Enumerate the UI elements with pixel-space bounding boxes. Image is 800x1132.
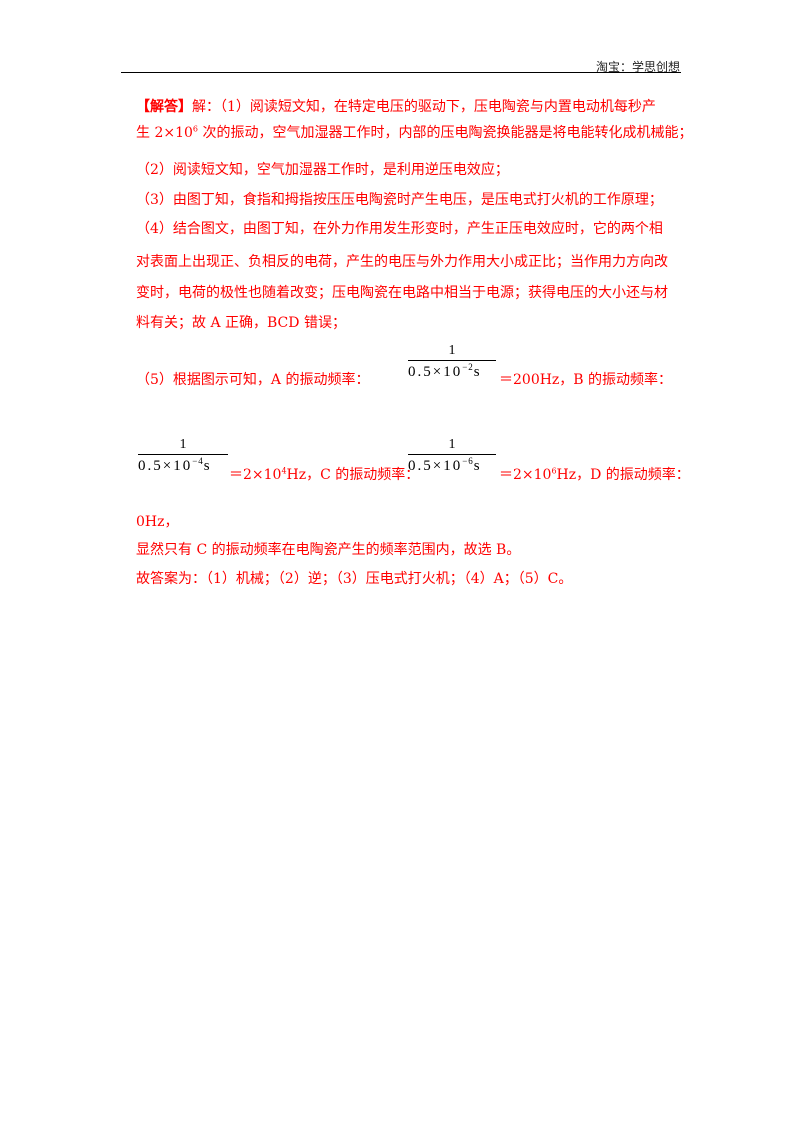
answer-line-4: （3）由图丁知，食指和拇指按压压电陶瓷时产生电压，是压电式打火机的工作原理； — [136, 192, 663, 208]
fraction-a-numerator: 1 — [448, 343, 456, 358]
answer-line-6: 对表面上出现正、负相反的电荷，产生的电压与外力作用大小成正比；当作用力方向改 — [136, 254, 668, 270]
header-rule — [121, 72, 681, 73]
fraction-b-denominator: 0.5×10−4s — [138, 456, 212, 475]
answer-line-2: 生 2×106 次的振动，空气加湿器工作时，内部的压电陶瓷换能器是将电能转化成机… — [136, 123, 692, 143]
fraction-b-bar — [138, 454, 228, 455]
answer-line-11: 0Hz， — [136, 514, 179, 530]
fraction-b-numerator: 1 — [179, 437, 187, 452]
answer-line-7: 变时，电荷的极性也随着改变；压电陶瓷在电路中相当于电源；获得电压的大小还与材 — [136, 285, 668, 301]
answer-line-1-text: 解：（1）阅读短文知，在特定电压的驱动下，压电陶瓷与内置电动机每秒产 — [192, 99, 656, 115]
answer-line-5: （4）结合图文，由图丁知，在外力作用发生形变时，产生正压电效应时，它的两个相 — [136, 221, 663, 237]
answer-line-12: 显然只有 C 的振动频率在电陶瓷产生的频率范围内，故选 B。 — [136, 542, 521, 558]
answer-line-2-exp: 6 — [192, 124, 198, 134]
answer-line-10-a: ＝2×104Hz，C 的振动频率： — [229, 466, 420, 483]
answer-line-2-b: 次的振动，空气加湿器工作时，内部的压电陶瓷换能器是将电能转化成机械能； — [198, 125, 693, 141]
answer-label: 【解答】 — [136, 99, 192, 115]
fraction-c-numerator: 1 — [448, 437, 456, 452]
answer-line-13: 故答案为：（1）机械；（2）逆；（3）压电式打火机；（4）A；（5）C。 — [136, 571, 573, 587]
answer-line-8: 料有关；故 A 正确，BCD 错误； — [136, 315, 346, 331]
fraction-a-denominator: 0.5×10−2s — [408, 362, 482, 381]
fraction-c-denominator: 0.5×10−6s — [408, 456, 482, 475]
answer-line-10-b: ＝2×106Hz，D 的振动频率： — [499, 466, 690, 483]
answer-line-3: （2）阅读短文知，空气加湿器工作时，是利用逆压电效应； — [136, 162, 509, 178]
header-text: 淘宝：学思创想 — [595, 60, 680, 74]
fraction-c: 1 0.5×10−6s — [408, 437, 496, 475]
fraction-a-bar — [408, 360, 496, 361]
answer-line-2-a: 生 2×10 — [136, 125, 193, 141]
answer-line-9-b: ＝200Hz，B 的振动频率： — [499, 372, 673, 388]
fraction-a: 1 0.5×10−2s — [408, 343, 496, 381]
fraction-c-bar — [408, 454, 496, 455]
fraction-b: 1 0.5×10−4s — [138, 437, 228, 475]
answer-line-9-a: （5）根据图示可知，A 的振动频率： — [136, 372, 370, 388]
answer-line-1: 【解答】解：（1）阅读短文知，在特定电压的驱动下，压电陶瓷与内置电动机每秒产 — [136, 97, 656, 117]
